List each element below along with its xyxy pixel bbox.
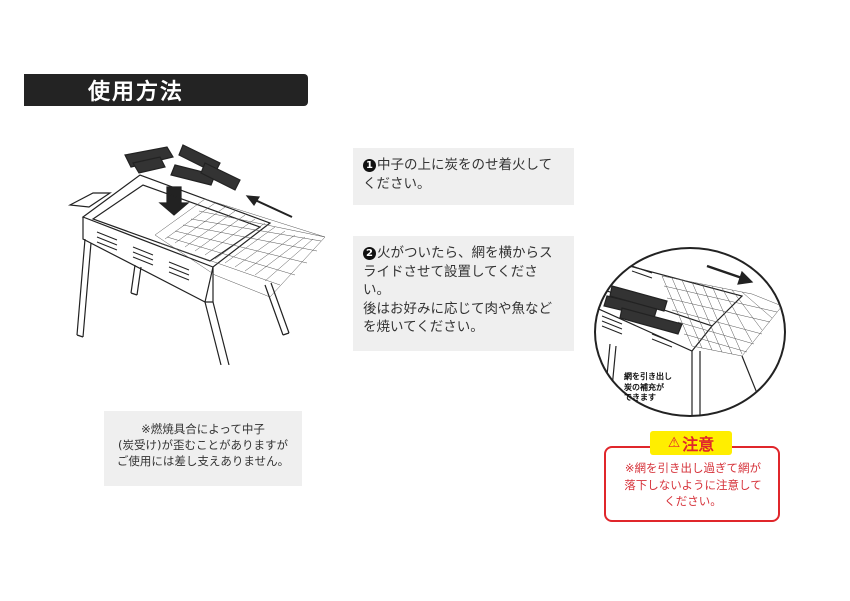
step-2-line-4: を焼いてください。 (363, 319, 484, 335)
step-number-badge: 1 (363, 159, 376, 172)
caution-line-1: ※網を引き出し過ぎて網が (624, 461, 762, 475)
grill-illustration (67, 144, 326, 365)
step-1-line-2: ください。 (363, 175, 431, 192)
zoom-caption-line-2: 炭の補充が (624, 382, 664, 392)
zoom-detail-illustration (594, 247, 786, 417)
step-1-line-1: 中子の上に炭をのせ着火して (377, 157, 553, 173)
zoom-caption: 網を引き出し 炭の補充が できます (624, 372, 672, 404)
section-title: 使用方法 (87, 80, 184, 105)
note-line-1: ※燃焼具合によって中子 (141, 422, 265, 436)
caution-line-3: ください。 (664, 494, 722, 508)
caution-badge: ⚠ 注意 (650, 431, 732, 455)
note-line-2: (炭受け)が歪むことがありますが (118, 438, 288, 452)
zoom-caption-line-1: 網を引き出し (624, 372, 672, 381)
section-title-bar: 使用方法 (24, 74, 308, 106)
caution-line-2: 落下しないように注意して (624, 477, 762, 492)
step-2-line-1: 火がついたら、網を横からス (377, 245, 553, 261)
deformation-note: ※燃焼具合によって中子 (炭受け)が歪むことがありますが ご使用には差し支えあり… (104, 411, 302, 486)
caution-label: 注意 (682, 435, 715, 454)
step-number-badge: 2 (363, 247, 376, 260)
zoom-caption-line-3: できます (624, 393, 656, 402)
note-line-3: ご使用には差し支えありません。 (116, 454, 290, 468)
step-2-line-3: 後はお好みに応じて肉や魚など (363, 300, 552, 317)
charcoal-icon (124, 144, 241, 191)
warning-triangle-icon: ⚠ (667, 435, 681, 451)
step-2-line-2: ライドさせて設置してください。 (363, 263, 538, 299)
caution-text: ※網を引き出し過ぎて網が 落下しないように注意して ください。 (610, 460, 776, 510)
